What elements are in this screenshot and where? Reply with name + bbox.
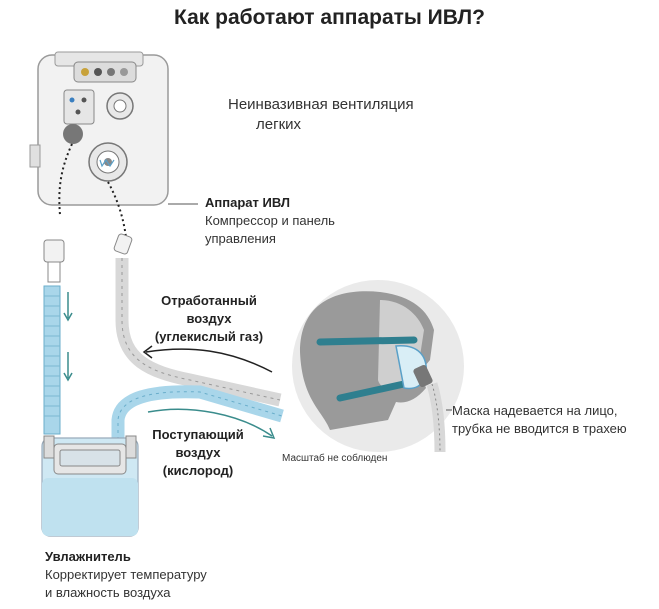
mask-label: Маска надевается на лицо, трубка не ввод… [452, 402, 627, 438]
humidifier-desc-line-1: Корректирует температуру [45, 567, 207, 582]
ventilator-name: Аппарат ИВЛ [205, 195, 291, 210]
exhaled-line-3: (углекислый газ) [154, 329, 264, 344]
ventilator-desc-line-1: Компрессор и панель [205, 213, 335, 228]
inhaled-air-label: Поступающий воздух (кислород) [138, 426, 258, 480]
subtitle: Неинвазивная вентиляция легких [228, 95, 414, 135]
inhaled-line-1: Поступающий [152, 427, 244, 442]
exhaled-line-2: воздух [186, 311, 232, 326]
inhaled-line-2: воздух [175, 445, 221, 460]
ventilator-device [29, 51, 169, 206]
ventilator-desc-line-2: управления [205, 231, 276, 246]
inhaled-line-3: (кислород) [162, 463, 234, 478]
subtitle-line-2: легких [256, 116, 302, 133]
mask-line-1: Маска надевается на лицо, [452, 403, 618, 418]
scale-note: Масштаб не соблюден [282, 453, 388, 464]
fan-grille-icon [63, 124, 83, 144]
humidifier-name: Увлажнитель [45, 549, 131, 564]
subtitle-line-1: Неинвазивная вентиляция [228, 96, 414, 113]
page-title: Как работают аппараты ИВЛ? [174, 6, 485, 29]
humidifier-desc-line-2: и влажность воздуха [45, 585, 171, 600]
humidifier-device [41, 435, 139, 537]
exhaled-air-label: Отработанный воздух (углекислый газ) [142, 292, 276, 346]
exhaled-line-1: Отработанный [161, 293, 257, 308]
mask-line-2: трубка не вводится в трахею [452, 421, 627, 436]
patient-head-illustration [292, 280, 464, 453]
humidifier-label: Увлажнитель Корректирует температуру и в… [45, 548, 207, 602]
ventilator-label: Аппарат ИВЛ Компрессор и панель управлен… [205, 194, 335, 248]
